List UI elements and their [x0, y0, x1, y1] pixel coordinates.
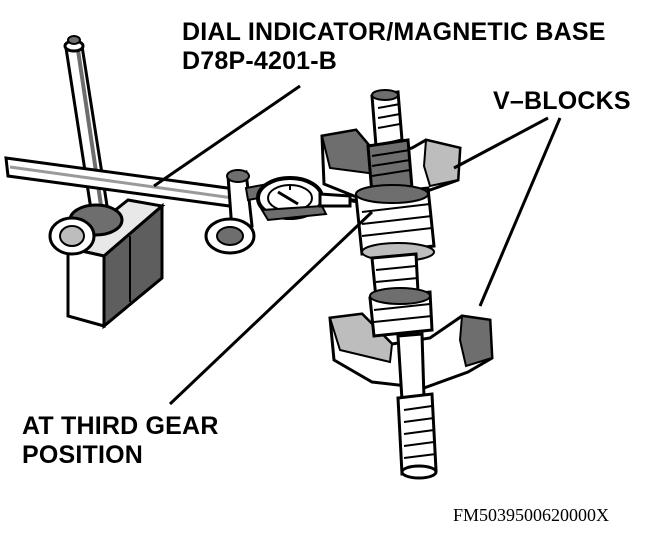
mainshaft: [354, 89, 438, 480]
leader-lines: [153, 84, 562, 406]
leader-third-gear: [168, 210, 374, 406]
dial-indicator-label-line2: D78P-4201-B: [182, 47, 338, 75]
left-clamp-knob: [48, 203, 124, 256]
swivel-clamp: [204, 169, 272, 255]
dial-gauge: [256, 176, 373, 222]
figure-code: FM5039500620000X: [453, 505, 610, 525]
leader-dial-indicator: [153, 84, 301, 188]
leader-v-block-upper: [453, 116, 549, 170]
v-blocks-label: V–BLOCKS: [493, 87, 631, 115]
third-gear-label-line2: POSITION: [22, 441, 144, 469]
leader-v-block-lower: [478, 117, 562, 307]
dial-indicator-label-line1: DIAL INDICATOR/MAGNETIC BASE: [182, 18, 606, 46]
third-gear-label-line1: AT THIRD GEAR: [22, 412, 219, 440]
